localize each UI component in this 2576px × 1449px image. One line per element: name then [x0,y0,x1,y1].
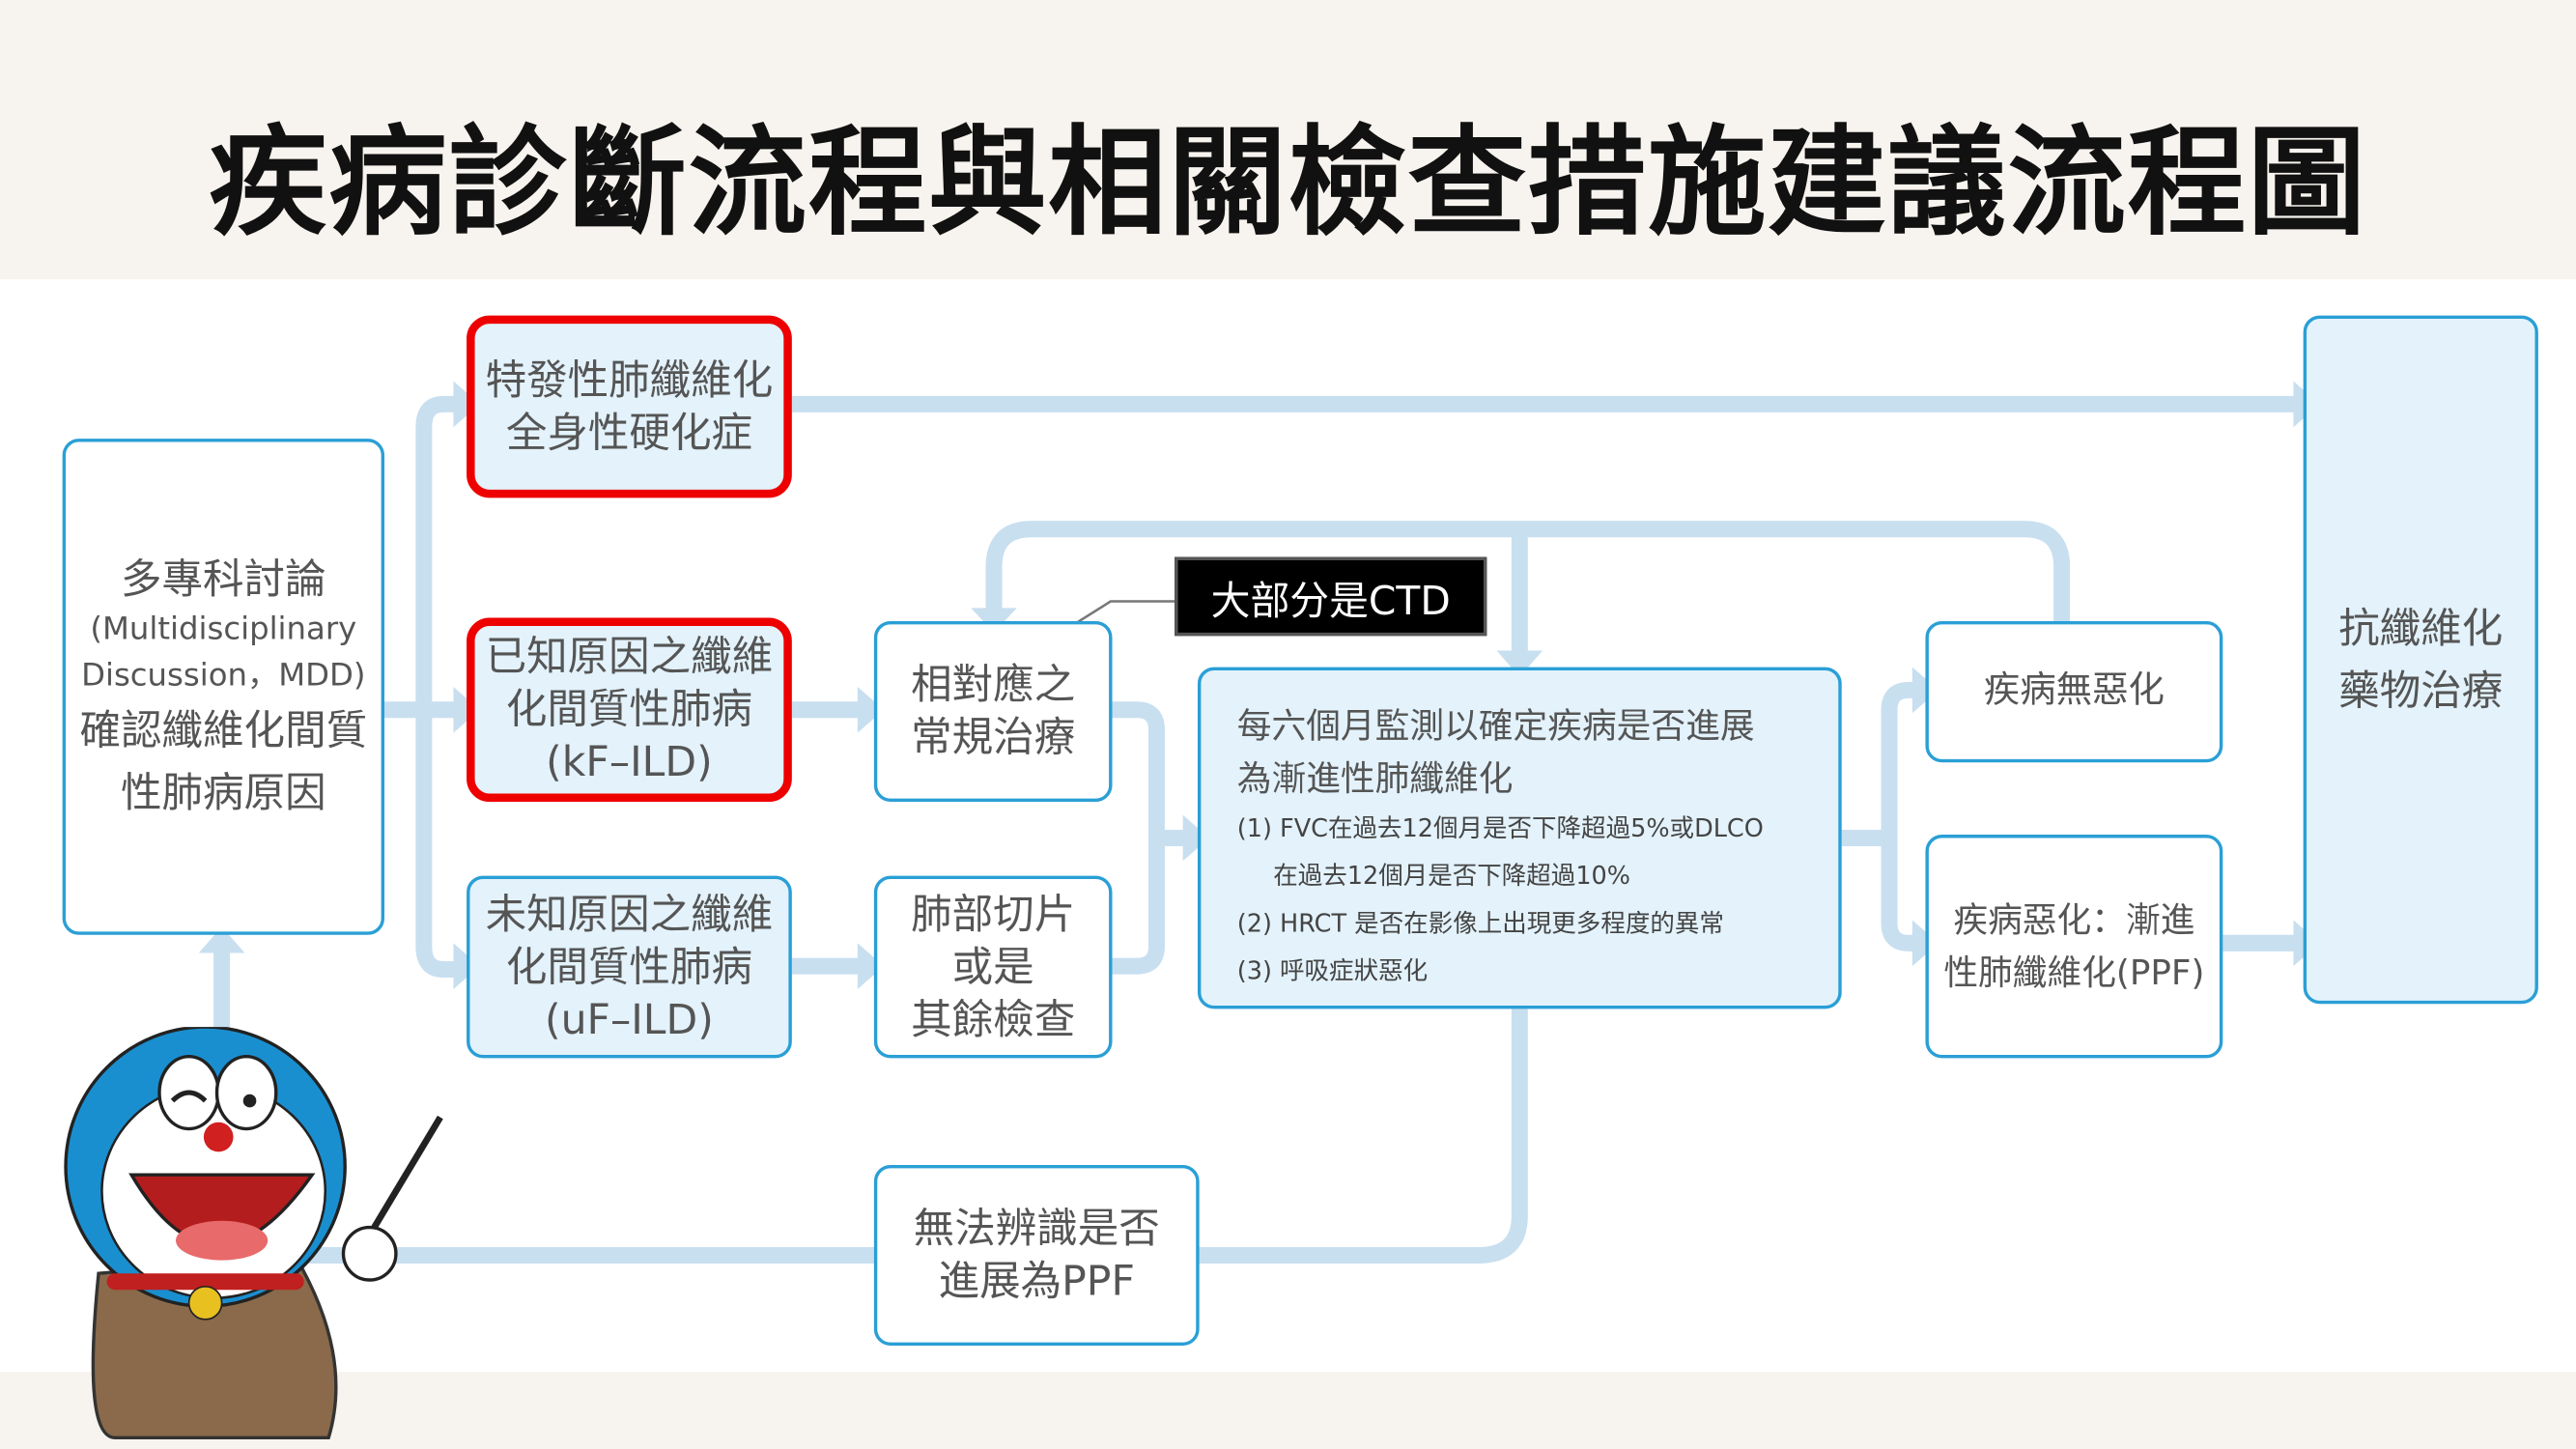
routine-line-1: 相對應之 [911,660,1076,709]
monitor-box: 每六個月監測以確定疾病是否進展 為漸進性肺纖維化 (1) FVC在過去12個月是… [1197,667,1842,1009]
ipf-ssc-box: 特發性肺纖維化 全身性硬化症 [467,315,792,498]
ipf-line-2: 全身性硬化症 [505,408,753,456]
monitor-heading-1: 每六個月監測以確定疾病是否進展 [1236,706,1755,747]
routine-treatment-box: 相對應之 常規治療 [873,620,1113,803]
unknown-line-2: 進展為PPF [938,1257,1135,1305]
mdd-line-4: 確認纖維化間質 [79,706,368,754]
criterion-3: (3) 呼吸症狀惡化 [1236,955,1429,986]
criterion-2: (2) HRCT 是否在影像上出現更多程度的異常 [1236,908,1724,939]
biopsy-line-2: 或是 [951,942,1034,990]
mdd-en-2: Discussion，MDD) [81,657,366,694]
connector-branch [415,395,467,979]
uf-line-2: 化間質性肺病 [505,942,753,990]
routine-line-2: 常規治療 [911,713,1076,761]
ipf-line-1: 特發性肺纖維化 [485,355,774,404]
antifib-line-1: 抗纖維化 [2338,604,2504,652]
header-band [0,0,2576,280]
connector-split [1881,681,1926,952]
criterion-1: (1) FVC在過去12個月是否下降超過5%或DLCO [1236,812,1764,843]
uf-ild-box: 未知原因之纖維 化間質性肺病 (uF–ILD) [467,875,792,1059]
kf-line-3: (kF–ILD) [546,737,713,786]
antifibrotic-box: 抗纖維化 藥物治療 [2303,315,2538,1005]
biopsy-line-3: 其餘檢查 [911,994,1076,1043]
ppf-box: 疾病惡化：漸進 性肺纖維化(PPF) [1925,835,2223,1059]
stable-box: 疾病無惡化 [1925,620,2223,763]
antifib-line-2: 藥物治療 [2338,666,2504,715]
ppf-line-2: 性肺纖維化(PPF) [1943,952,2205,993]
mdd-en-1: (Multidisciplinary [90,611,357,648]
kf-ild-box: 已知原因之纖維 化間質性肺病 (kF–ILD) [467,617,792,803]
doraemon-pointer-illustration [64,1027,443,1439]
criterion-1-cont: 在過去12個月是否下降超過10% [1273,861,1631,891]
ctd-callout: 大部分是CTD [1175,556,1487,637]
kf-line-2: 化間質性肺病 [505,685,753,733]
unknown-line-1: 無法辨識是否 [913,1204,1160,1253]
stable-label: 疾病無惡化 [1983,669,2165,712]
connector-merge [1112,701,1165,975]
kf-line-1: 已知原因之纖維 [485,632,774,681]
page-title: 疾病診斷流程與相關檢查措施建議流程圖 [208,113,2367,252]
uf-line-3: (uF–ILD) [545,994,714,1043]
mdd-line-5: 性肺病原因 [120,769,326,817]
ppf-line-1: 疾病惡化：漸進 [1953,900,2195,940]
monitor-heading-2: 為漸進性肺纖維化 [1236,758,1514,799]
biopsy-line-1: 肺部切片 [911,890,1076,938]
mdd-box: 多專科討論 (Multidisciplinary Discussion，MDD)… [62,439,385,935]
connector-monitor-unknown [1199,1009,1528,1264]
biopsy-box: 肺部切片 或是 其餘檢查 [873,875,1113,1059]
uf-line-1: 未知原因之纖維 [485,890,774,938]
mdd-title: 多專科討論 [120,554,326,604]
unknown-progression-box: 無法辨識是否 進展為PPF [873,1164,1200,1347]
footer-band [0,1372,2576,1449]
